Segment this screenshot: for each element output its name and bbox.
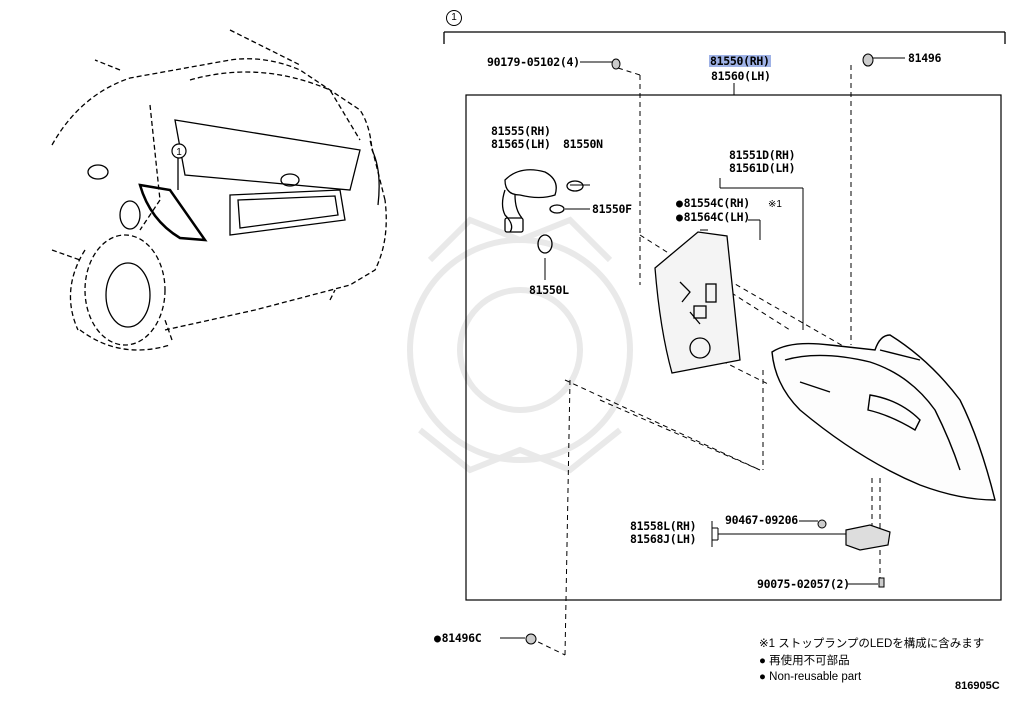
label-screw-bottom[interactable]: 90075-02057(2) bbox=[757, 577, 850, 591]
watermark-emblem bbox=[407, 216, 633, 474]
lamp-bracket bbox=[845, 524, 891, 551]
label-bulb-l[interactable]: 81550L bbox=[529, 283, 569, 297]
label-lens-lh[interactable]: 81561D(LH) bbox=[729, 161, 796, 175]
label-clip-top[interactable]: 81496 bbox=[908, 51, 942, 65]
label-bulb-n[interactable]: 81550N bbox=[563, 137, 603, 151]
car-callout-marker bbox=[171, 143, 187, 159]
screws-and-clips bbox=[525, 53, 885, 645]
label-lens-rh[interactable]: 81551D(RH) bbox=[729, 148, 796, 162]
label-main-lh[interactable]: 81560(LH) bbox=[711, 69, 771, 83]
note-led-included: ※1 ストップランプのLEDを構成に含みます bbox=[759, 638, 985, 650]
alignment-dashed-lines bbox=[529, 65, 881, 656]
label-screw-mid[interactable]: 90467-09206 bbox=[725, 513, 798, 527]
label-gasket-rh[interactable]: 81554C(RH) bbox=[676, 197, 751, 209]
label-clip-bottom[interactable]: 81496C bbox=[434, 632, 482, 644]
assembly-callout-marker: 1 bbox=[446, 10, 462, 26]
label-bulb-f[interactable]: 81550F bbox=[592, 202, 632, 216]
label-socket-lh[interactable]: 81565(LH) bbox=[491, 137, 551, 151]
car-illustration bbox=[51, 29, 387, 351]
lamp-housing bbox=[654, 231, 741, 374]
socket-harness bbox=[501, 169, 584, 254]
car-callout-number: 1 bbox=[176, 147, 182, 158]
label-gasket-lh[interactable]: 81564C(LH) bbox=[676, 211, 751, 223]
lamp-lens bbox=[771, 334, 996, 501]
leader-lines bbox=[500, 57, 905, 639]
label-bracket-lh[interactable]: 81568J(LH) bbox=[630, 532, 697, 546]
assembly-bracket bbox=[443, 31, 1006, 44]
note-non-reusable-en: ● Non-reusable part bbox=[759, 671, 862, 683]
label-main-rh[interactable]: 81550(RH) bbox=[709, 54, 771, 68]
diagram-code: 816905C bbox=[955, 680, 1000, 692]
note-non-reusable-jp: ● 再使用不可部品 bbox=[759, 655, 850, 667]
label-screw-top[interactable]: 90179-05102(4) bbox=[487, 55, 580, 69]
note-reference-mark: ※1 bbox=[768, 199, 782, 210]
label-socket-rh[interactable]: 81555(RH) bbox=[491, 124, 551, 138]
label-bracket-rh[interactable]: 81558L(RH) bbox=[630, 519, 697, 533]
